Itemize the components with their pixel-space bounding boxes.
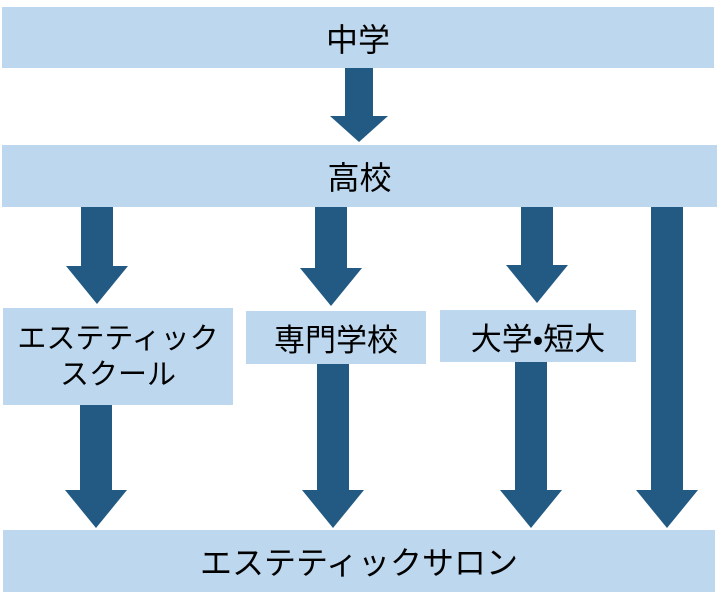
node-label-line-2: スクール: [59, 358, 176, 391]
arrow-head: [330, 116, 388, 142]
node-label: 専門学校: [274, 323, 398, 358]
arrow-shaft: [651, 207, 683, 490]
arrow-shaft: [80, 405, 112, 490]
node-label: エステティック スクール: [17, 321, 218, 393]
node-label: 高校: [327, 160, 392, 196]
arrow-shaft: [315, 207, 347, 268]
node-university-junior-college: 大学・短大: [440, 310, 636, 362]
arrow-head: [65, 490, 127, 528]
node-label-line-1: エステティック: [17, 322, 219, 355]
node-vocational-school: 専門学校: [246, 311, 426, 364]
arrow-shaft: [521, 207, 553, 265]
node-label: エステティックサロン: [199, 545, 519, 581]
node-high-school: 高校: [2, 145, 717, 207]
arrow-shaft: [317, 364, 349, 490]
node-label: 中学: [325, 21, 390, 58]
arrow-head: [300, 268, 362, 306]
node-label: 大学・短大: [470, 321, 606, 357]
arrow-head: [636, 490, 698, 528]
arrow-shaft: [81, 207, 113, 266]
node-esthetic-salon: エステティックサロン: [3, 530, 715, 592]
arrow-shaft: [515, 362, 547, 490]
arrow-head: [66, 266, 128, 304]
arrow-head: [302, 490, 364, 528]
arrow-head: [500, 490, 562, 528]
arrow-shaft: [345, 68, 373, 117]
node-junior-high-school: 中学: [2, 7, 714, 68]
node-esthetic-school: エステティック スクール: [3, 308, 233, 405]
arrow-head: [506, 265, 568, 303]
